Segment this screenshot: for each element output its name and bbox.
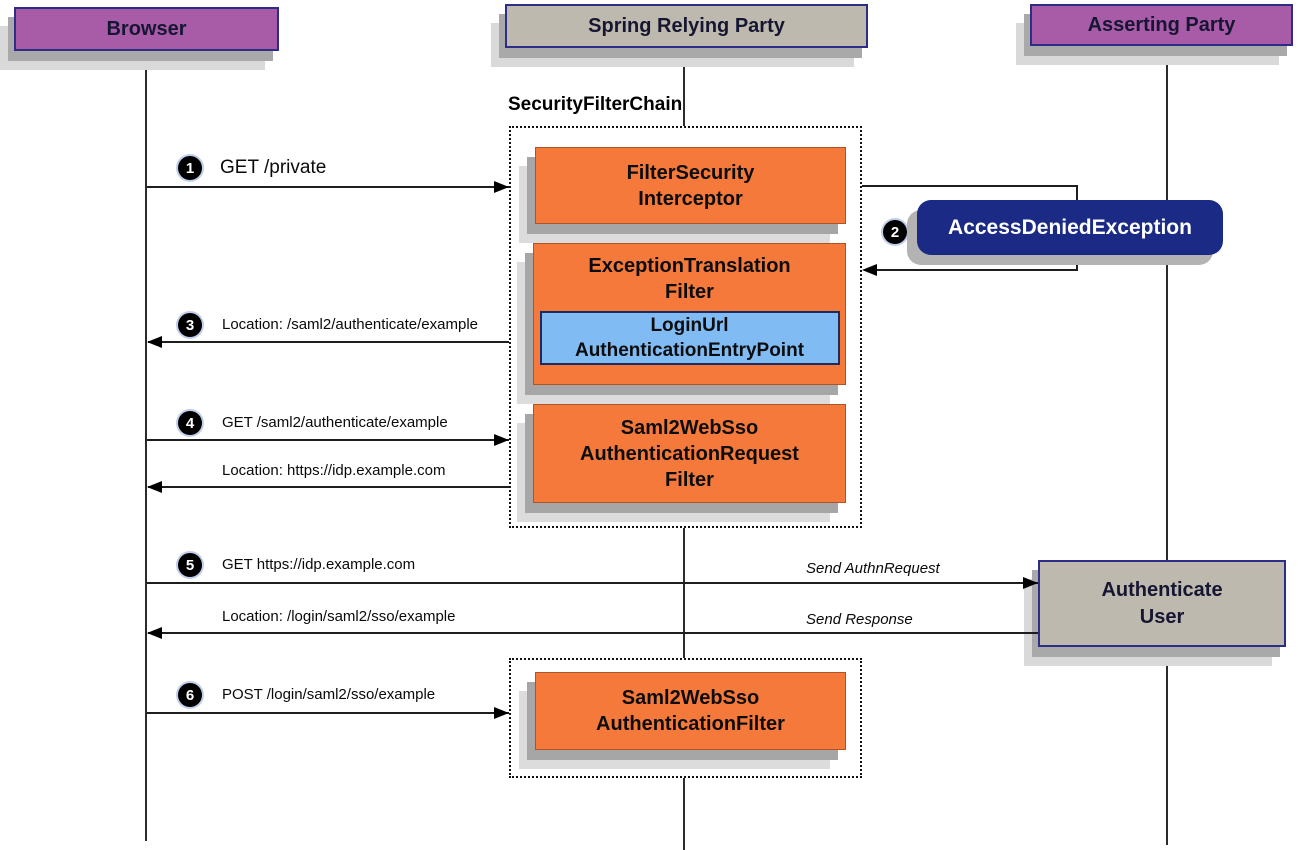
message-1-label: GET /private	[220, 157, 327, 178]
message-6-arrowhead	[494, 707, 509, 719]
asserting-party-lifeline	[1166, 45, 1168, 845]
saml2-authentication-filter-line1: Saml2WebSso	[621, 687, 760, 709]
browser-lifeline	[145, 51, 147, 841]
message-5-arrowhead	[1023, 577, 1038, 589]
step-6-number: 6	[185, 686, 195, 704]
message-3-arrowhead	[147, 336, 162, 348]
message-3-label: Location: /saml2/authenticate/example	[222, 316, 478, 333]
browser-actor-label: Browser	[106, 17, 187, 40]
message-location-sso-arrow-line	[148, 632, 1038, 634]
saml2-request-filter-line3: Filter	[665, 468, 714, 491]
filter-security-interceptor-box: FilterSecurity Interceptor	[535, 147, 846, 224]
send-response-note: Send Response	[806, 611, 913, 628]
exception-translation-filter-line1: ExceptionTranslation	[588, 255, 791, 277]
access-denied-exception-label: AccessDeniedException	[948, 215, 1192, 239]
message-4-arrowhead	[494, 434, 509, 446]
saml2-websso-authentication-filter-box: Saml2WebSso AuthenticationFilter	[535, 672, 846, 750]
security-filter-chain-title: SecurityFilterChain	[508, 94, 683, 115]
login-url-entry-point-line1: LoginUrl	[650, 315, 729, 336]
exception-translation-filter-line2: Filter	[665, 281, 714, 303]
message-5-arrow-line	[147, 582, 1038, 584]
step-3-marker: 3	[178, 313, 202, 337]
exception-connector-out-line	[862, 185, 1078, 187]
saml2-request-filter-line2: AuthenticationRequest	[580, 442, 799, 465]
browser-actor-box: Browser	[14, 7, 279, 51]
relying-party-actor-label: Spring Relying Party	[588, 14, 785, 37]
access-denied-exception-badge: AccessDeniedException	[917, 200, 1223, 255]
message-location-sso-arrowhead	[147, 627, 162, 639]
message-location-idp-label: Location: https://idp.example.com	[222, 462, 446, 479]
login-url-entry-point-line2: AuthenticationEntryPoint	[574, 340, 805, 361]
step-5-number: 5	[185, 556, 195, 574]
step-2-number: 2	[890, 223, 900, 241]
exception-translation-filter-box: ExceptionTranslation Filter LoginUrl Aut…	[533, 243, 846, 385]
message-1-arrowhead	[494, 181, 509, 193]
message-location-sso-label: Location: /login/saml2/sso/example	[222, 608, 456, 625]
filter-security-interceptor-line2: Interceptor	[638, 187, 743, 210]
step-1-marker: 1	[178, 156, 202, 180]
message-location-idp-arrow-line	[148, 486, 509, 488]
authenticate-user-line2: User	[1139, 605, 1185, 628]
message-location-idp-arrowhead	[147, 481, 162, 493]
message-6-arrow-line	[147, 712, 509, 714]
exception-connector-arrowhead	[862, 264, 877, 276]
message-6-label: POST /login/saml2/sso/example	[222, 686, 436, 703]
filter-security-interceptor-line1: FilterSecurity	[626, 161, 755, 184]
exception-connector-return-line	[866, 269, 1078, 271]
asserting-party-actor-box: Asserting Party	[1030, 4, 1293, 46]
step-2-marker: 2	[883, 220, 907, 244]
send-authn-request-note: Send AuthnRequest	[806, 560, 940, 577]
step-6-marker: 6	[178, 683, 202, 707]
message-1-arrow-line	[147, 186, 509, 188]
authenticate-user-box: Authenticate User	[1038, 560, 1286, 647]
saml2-request-filter-line1: Saml2WebSso	[620, 416, 759, 439]
step-5-marker: 5	[178, 553, 202, 577]
step-4-marker: 4	[178, 411, 202, 435]
login-url-authentication-entry-point-box: LoginUrl AuthenticationEntryPoint	[539, 311, 840, 365]
saml2-websso-authentication-request-filter-box: Saml2WebSso AuthenticationRequest Filter	[533, 404, 846, 503]
authenticate-user-line1: Authenticate	[1101, 578, 1223, 601]
message-3-arrow-line	[148, 341, 509, 343]
message-4-label: GET /saml2/authenticate/example	[222, 414, 448, 431]
asserting-party-actor-label: Asserting Party	[1087, 13, 1236, 36]
step-4-number: 4	[185, 414, 195, 432]
message-5-label: GET https://idp.example.com	[222, 556, 416, 573]
message-4-arrow-line	[147, 439, 509, 441]
step-1-number: 1	[185, 159, 195, 177]
step-3-number: 3	[185, 316, 195, 334]
saml2-authentication-filter-line2: AuthenticationFilter	[596, 713, 785, 735]
relying-party-actor-box: Spring Relying Party	[505, 4, 868, 48]
